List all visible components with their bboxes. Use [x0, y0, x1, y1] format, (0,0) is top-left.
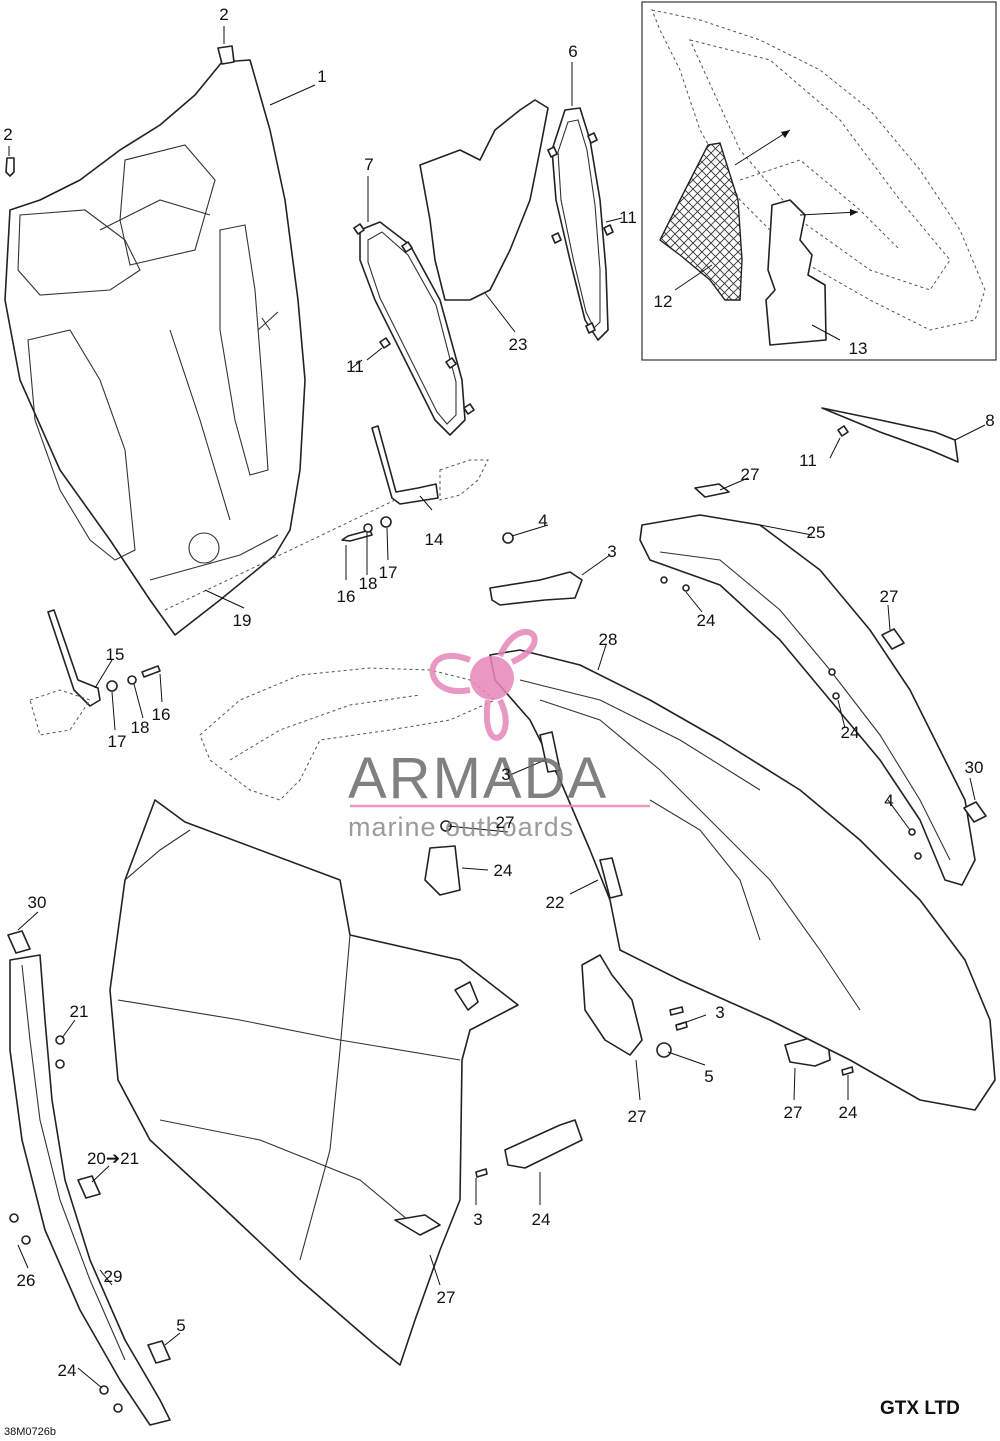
callout-36: 21 — [70, 1002, 89, 1021]
watermark-tagline: marine outboards — [348, 812, 574, 842]
callout-49: 24 — [58, 1361, 77, 1380]
part-bolts-upper — [341, 516, 392, 542]
callout-8: 12 — [654, 292, 673, 311]
callout-43: 5 — [176, 1316, 185, 1335]
callout-21: 15 — [106, 645, 125, 664]
callout-29: 30 — [965, 758, 984, 777]
callout-1: 1 — [317, 67, 326, 86]
callout-17: 16 — [337, 587, 356, 606]
callout-26: 27 — [880, 587, 899, 606]
callout-32: 27 — [496, 813, 515, 832]
callout-12: 27 — [741, 465, 760, 484]
callout-6: 23 — [509, 335, 528, 354]
callout-22: 16 — [152, 705, 171, 724]
drawing-code: 38M0726b — [4, 1426, 56, 1438]
callout-5: 11 — [619, 208, 637, 227]
callout-40: 27 — [784, 1103, 803, 1122]
callout-38: 5 — [704, 1067, 713, 1086]
callout-48: 27 — [437, 1288, 456, 1307]
callout-30: 4 — [884, 791, 893, 810]
callout-41: 24 — [839, 1103, 858, 1122]
callout-0: 2 — [219, 5, 228, 24]
model-label: GTX LTD — [880, 1398, 960, 1419]
callout-16: 14 — [425, 530, 444, 549]
part-clip-top — [217, 45, 235, 65]
callout-39: 20➔21 — [87, 1149, 139, 1168]
part-grille-7 — [353, 221, 475, 436]
part-handle-middle — [424, 845, 461, 896]
propeller-logo-icon — [429, 628, 538, 741]
callout-25: 28 — [599, 630, 618, 649]
callout-45: 24 — [532, 1210, 551, 1229]
callout-7: 11 — [346, 357, 364, 376]
callout-46: 26 — [17, 1271, 36, 1290]
callout-13: 25 — [807, 523, 826, 542]
callout-4: 7 — [364, 155, 373, 174]
callout-27: 24 — [697, 611, 716, 630]
callout-42: 27 — [628, 1107, 647, 1126]
callout-14: 4 — [538, 511, 547, 530]
leader-lines — [8, 26, 986, 1389]
part-front-panel — [4, 59, 306, 636]
part-8 — [821, 407, 959, 463]
watermark-brand: ARMADA — [348, 746, 608, 811]
callout-20: 19 — [233, 611, 252, 630]
part-foam-23 — [419, 99, 549, 301]
callout-44: 3 — [473, 1210, 482, 1229]
callout-34: 30 — [28, 893, 47, 912]
part-handle-upper — [489, 571, 583, 606]
part-grille-6 — [547, 107, 614, 341]
part-clip-left — [5, 157, 15, 177]
callout-47: 29 — [104, 1267, 123, 1286]
callout-2: 2 — [3, 125, 12, 144]
inset-detail — [641, 1, 997, 361]
part-bracket-14 — [164, 425, 489, 611]
callout-23: 18 — [131, 718, 150, 737]
fasteners — [9, 532, 922, 1413]
callout-35: 22 — [546, 893, 565, 912]
part-bracket-20 — [581, 954, 672, 1058]
callout-11: 11 — [799, 451, 817, 470]
callout-19: 17 — [379, 563, 398, 582]
callout-9: 13 — [849, 339, 868, 358]
part-handle-lower — [504, 1119, 583, 1169]
callout-15: 3 — [607, 542, 616, 561]
callout-labels: 2126711231112138112725431416181719151618… — [3, 5, 994, 1380]
watermark: ARMADA marine outboards — [348, 628, 650, 842]
callout-18: 18 — [359, 574, 378, 593]
part-side-panel-29 — [109, 799, 519, 1366]
callout-3: 6 — [568, 42, 577, 61]
callout-31: 3 — [501, 765, 510, 784]
part-rail-26 — [7, 930, 171, 1426]
callout-28: 24 — [841, 723, 860, 742]
callout-24: 17 — [108, 732, 127, 751]
callout-10: 8 — [985, 411, 994, 430]
callout-37: 3 — [715, 1003, 724, 1022]
part-dashed-frame — [199, 667, 496, 801]
callout-33: 24 — [494, 861, 513, 880]
part-side-body-28 — [489, 649, 996, 1111]
part-bracket-15 — [29, 609, 161, 736]
